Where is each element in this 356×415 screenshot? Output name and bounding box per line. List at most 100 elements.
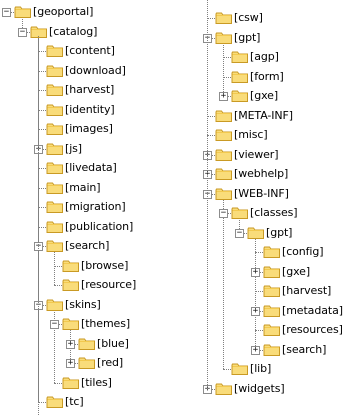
folder-label[interactable]: [search]: [282, 342, 327, 356]
expand-toggle-icon[interactable]: +: [66, 338, 75, 349]
folder-label[interactable]: [catalog]: [49, 24, 98, 38]
collapse-toggle-icon[interactable]: −: [235, 227, 244, 238]
folder-icon[interactable]: [46, 83, 64, 97]
folder-icon[interactable]: [46, 103, 64, 117]
folder-label[interactable]: [red]: [97, 356, 124, 369]
folder-icon[interactable]: [62, 278, 80, 292]
folder-icon[interactable]: [231, 50, 249, 64]
folder-label[interactable]: [skins]: [65, 297, 101, 311]
tree-connector-line: [207, 135, 217, 136]
folder-icon[interactable]: [46, 44, 64, 58]
folder-label[interactable]: [content]: [65, 44, 115, 57]
expand-toggle-icon[interactable]: +: [66, 358, 75, 368]
folder-icon[interactable]: [62, 259, 80, 273]
folder-label[interactable]: [csw]: [234, 11, 263, 24]
collapse-toggle-icon[interactable]: −: [50, 319, 59, 329]
folder-icon[interactable]: [46, 239, 64, 253]
folder-icon[interactable]: [78, 337, 96, 351]
folder-icon[interactable]: [215, 167, 233, 181]
folder-label[interactable]: [gpt]: [234, 30, 261, 44]
tree-connector-line: [255, 291, 265, 292]
folder-icon[interactable]: [46, 64, 64, 78]
collapse-toggle-icon[interactable]: −: [219, 208, 228, 218]
tree-connector-line: [223, 76, 233, 78]
folder-label[interactable]: [images]: [65, 122, 113, 135]
folder-label[interactable]: [lib]: [250, 362, 272, 375]
folder-label[interactable]: [config]: [282, 245, 324, 258]
folder-icon[interactable]: [46, 220, 64, 234]
folder-label[interactable]: [js]: [65, 141, 82, 155]
folder-icon[interactable]: [263, 265, 281, 279]
folder-label[interactable]: [viewer]: [234, 147, 279, 161]
folder-label[interactable]: [livedata]: [65, 161, 117, 174]
folder-icon[interactable]: [231, 206, 249, 220]
folder-icon[interactable]: [78, 356, 96, 370]
folder-icon[interactable]: [46, 181, 64, 195]
folder-icon[interactable]: [263, 304, 281, 318]
folder-label[interactable]: [browse]: [81, 258, 129, 272]
folder-icon[interactable]: [46, 395, 64, 409]
folder-label[interactable]: [tc]: [65, 395, 84, 408]
folder-label[interactable]: [publication]: [65, 219, 134, 233]
folder-icon[interactable]: [46, 142, 64, 156]
folder-label[interactable]: [META-INF]: [234, 108, 293, 122]
collapse-toggle-icon[interactable]: −: [2, 7, 11, 17]
folder-label[interactable]: [resources]: [282, 323, 343, 336]
folder-label[interactable]: [form]: [250, 69, 284, 83]
folder-icon[interactable]: [231, 70, 249, 84]
folder-icon[interactable]: [215, 31, 233, 45]
folder-icon[interactable]: [14, 5, 32, 19]
expand-toggle-icon[interactable]: +: [251, 344, 260, 355]
collapse-toggle-icon[interactable]: −: [18, 26, 27, 37]
folder-label[interactable]: [harvest]: [65, 83, 115, 96]
folder-label[interactable]: [gxe]: [282, 264, 311, 278]
folder-icon[interactable]: [215, 128, 233, 142]
folder-icon[interactable]: [62, 317, 80, 331]
folder-icon[interactable]: [231, 362, 249, 376]
folder-label[interactable]: [tiles]: [81, 375, 112, 389]
folder-icon[interactable]: [46, 200, 64, 214]
folder-label[interactable]: [identity]: [65, 102, 115, 116]
folder-label[interactable]: [migration]: [65, 200, 126, 213]
tree-connector-line: [207, 193, 217, 195]
folder-icon[interactable]: [263, 343, 281, 357]
folder-label[interactable]: [WEB-INF]: [234, 186, 289, 200]
folder-label[interactable]: [resource]: [81, 278, 137, 291]
folder-label[interactable]: [widgets]: [234, 381, 285, 395]
folder-label[interactable]: [geoportal]: [33, 5, 94, 18]
folder-label[interactable]: [webhelp]: [234, 167, 289, 180]
folder-icon[interactable]: [46, 161, 64, 175]
folder-icon[interactable]: [263, 323, 281, 337]
folder-icon[interactable]: [215, 148, 233, 162]
folder-icon[interactable]: [215, 11, 233, 25]
folder-icon[interactable]: [231, 89, 249, 103]
folder-icon[interactable]: [46, 298, 64, 312]
folder-label[interactable]: [misc]: [234, 128, 268, 141]
folder-label[interactable]: [search]: [65, 239, 110, 252]
folder-icon[interactable]: [263, 284, 281, 298]
folder-icon[interactable]: [247, 226, 265, 240]
folder-label[interactable]: [themes]: [81, 317, 131, 330]
folder-icon[interactable]: [263, 245, 281, 259]
folder-label[interactable]: [agp]: [250, 50, 279, 63]
folder-label[interactable]: [classes]: [250, 206, 298, 219]
folder-label[interactable]: [main]: [65, 180, 101, 194]
folder-icon[interactable]: [62, 376, 80, 390]
expand-toggle-icon[interactable]: +: [219, 91, 228, 101]
tree-connector-line: [38, 402, 48, 403]
folder-label[interactable]: [gxe]: [250, 89, 279, 102]
folder-label[interactable]: [blue]: [97, 336, 129, 350]
folder-label[interactable]: [gpt]: [266, 225, 293, 239]
folder-icon[interactable]: [215, 187, 233, 201]
expand-toggle-icon[interactable]: +: [251, 266, 260, 277]
folder-label[interactable]: [metadata]: [282, 303, 343, 317]
expand-toggle-icon[interactable]: +: [251, 305, 260, 316]
folder-label[interactable]: [download]: [65, 63, 126, 77]
tree-connector-line: [223, 369, 233, 370]
tree-connector-line: [38, 70, 48, 72]
folder-icon[interactable]: [215, 382, 233, 396]
folder-label[interactable]: [harvest]: [282, 284, 332, 297]
folder-icon[interactable]: [215, 109, 233, 123]
folder-icon[interactable]: [46, 122, 64, 136]
folder-icon[interactable]: [30, 25, 48, 39]
